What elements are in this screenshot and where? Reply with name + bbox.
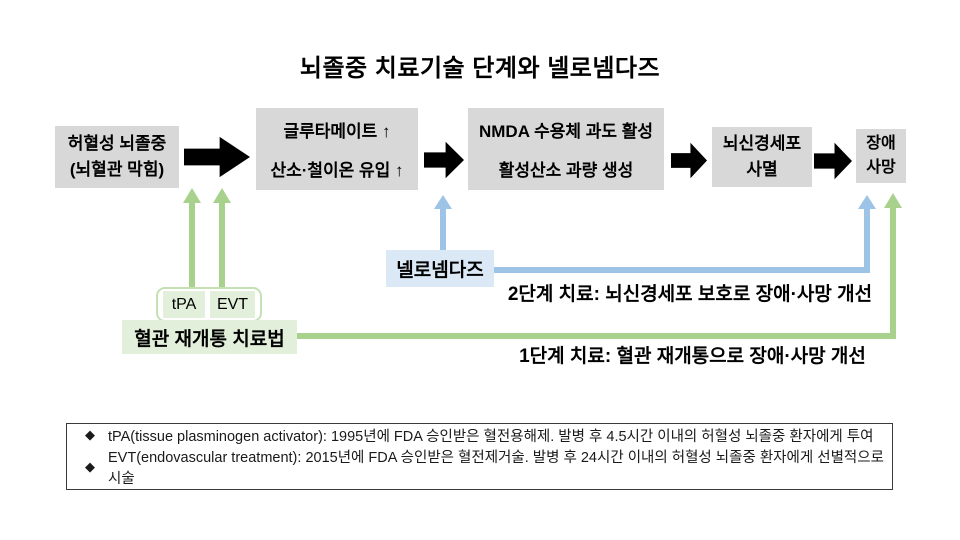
flow-box-nmda: NMDA 수용체 과도 활성 활성산소 과량 생성: [468, 108, 664, 190]
arrow-up-icon: [858, 195, 876, 209]
diagram-title: 뇌졸중 치료기술 단계와 넬로넴다즈: [299, 55, 661, 82]
flow-box-neuron-death: 뇌신경세포 사멸: [712, 127, 812, 187]
evt-arrow-line: [219, 203, 225, 291]
arrow-right-icon: [424, 141, 464, 179]
flow-box-line: NMDA 수용체 과도 활성: [478, 122, 653, 141]
flow-box-line: 산소·철이온 유입 ↑: [270, 161, 404, 180]
flow-box-line: 허혈성 뇌졸중: [67, 133, 167, 153]
stage2-caption: 2단계 치료: 뇌신경세포 보호로 장애·사망 개선: [507, 284, 873, 305]
nelonemdaz-to-nmda-arrow-line: [440, 208, 446, 250]
arrow-up-icon: [884, 193, 902, 208]
flow-box-line: 장애: [866, 135, 896, 152]
arrow-right-icon: [671, 142, 707, 179]
flow-box-ischemic-stroke: 허혈성 뇌졸중 (뇌혈관 막힘): [55, 126, 179, 188]
arrow-up-icon: [434, 195, 452, 209]
flow-box-line: 활성산소 과량 생성: [498, 161, 634, 180]
arrow-right-icon: [814, 142, 852, 180]
stage2-elbow-line-horizontal: [494, 267, 870, 273]
recanalization-method-label: 혈관 재개통 치료법: [122, 320, 297, 354]
footnote-item-tpa: ◆ tPA(tissue plasminogen activator): 199…: [85, 425, 892, 446]
footnote-item-evt: ◆ EVT(endovascular treatment): 2015년에 FD…: [85, 446, 892, 488]
diamond-bullet-icon: ◆: [85, 427, 95, 443]
flow-box-disability-death: 장애 사망: [856, 129, 906, 183]
flow-box-glutamate: 글루타메이트 ↑ 산소·철이온 유입 ↑: [256, 108, 418, 190]
diamond-bullet-icon: ◆: [85, 459, 95, 475]
nelonemdaz-label: 넬로넴다즈: [386, 250, 494, 287]
footnote-text: tPA(tissue plasminogen activator): 1995년…: [108, 428, 874, 445]
tpa-label: tPA: [163, 291, 205, 318]
arrow-right-icon: [184, 136, 250, 178]
evt-label: EVT: [210, 291, 255, 318]
tpa-arrow-line: [189, 203, 195, 291]
flow-box-line: 글루타메이트 ↑: [283, 122, 391, 141]
footnote-text: EVT(endovascular treatment): 2015년에 FDA …: [108, 450, 884, 488]
flow-box-line: 사멸: [746, 160, 778, 179]
arrow-up-icon: [183, 188, 201, 203]
flow-box-line: (뇌혈관 막힘): [69, 160, 165, 179]
stage1-elbow-line-horizontal: [297, 333, 896, 339]
footnote-box: ◆ tPA(tissue plasminogen activator): 199…: [66, 423, 893, 490]
stage2-elbow-line-vertical: [864, 208, 870, 273]
flow-box-line: 사망: [866, 159, 896, 176]
stage1-caption: 1단계 치료: 혈관 재개통으로 장애·사망 개선: [519, 346, 866, 367]
arrow-up-icon: [213, 188, 231, 203]
flow-box-line: 뇌신경세포: [722, 133, 802, 153]
stage1-elbow-line-vertical: [890, 208, 896, 339]
